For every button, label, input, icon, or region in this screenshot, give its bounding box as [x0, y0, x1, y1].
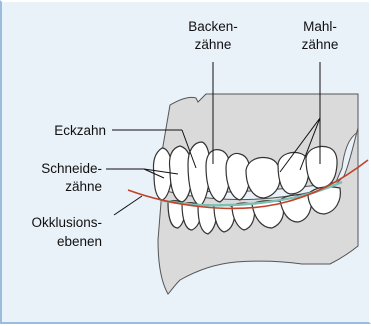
label-mahlzaehne-line2: zähne — [302, 37, 339, 52]
label-backenzaehne-line1: Backen- — [188, 19, 238, 34]
label-schneidezaehne-line2: zähne — [65, 179, 102, 194]
label-schneidezaehne-line1: Schneide- — [41, 161, 102, 176]
leader-okklusionsebenen — [114, 196, 142, 215]
label-okklusionsebenen-line2: ebenen — [57, 234, 102, 249]
label-eckzahn: Eckzahn — [54, 123, 106, 138]
upper-molar-3 — [306, 146, 337, 188]
label-mahlzaehne-line1: Mahl- — [303, 19, 337, 34]
label-okklusionsebenen-line1: Okklusions- — [31, 215, 102, 230]
upper-molar-1 — [246, 158, 280, 199]
label-backenzaehne-line2: zähne — [195, 37, 232, 52]
